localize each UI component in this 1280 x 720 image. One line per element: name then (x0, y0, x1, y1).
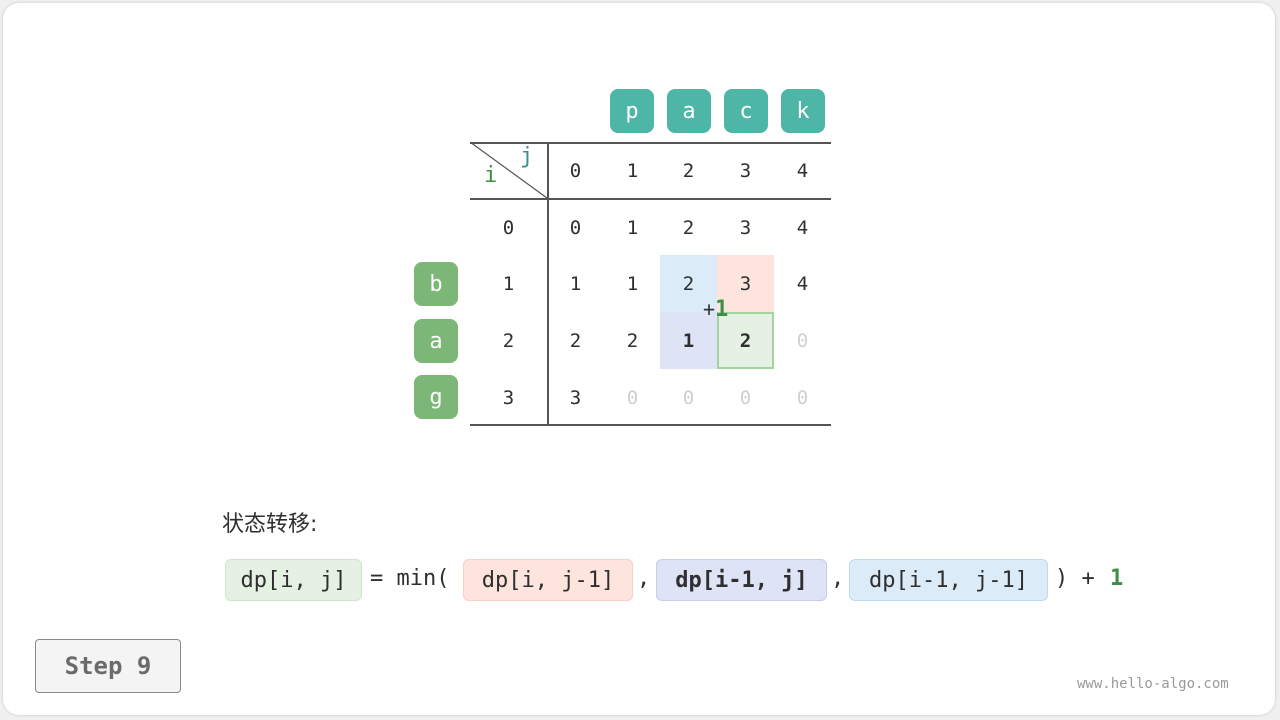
top-char-chip: k (781, 89, 825, 133)
column-index: 2 (682, 159, 695, 182)
formula-close-plus: ) + (1055, 566, 1095, 591)
formula-lhs: dp[i, j] (225, 559, 362, 601)
column-index: 0 (569, 159, 582, 182)
left-char-chip: a (414, 319, 458, 363)
dp-cell: 2 (626, 329, 639, 352)
dp-cell: 4 (796, 272, 809, 295)
formula-equals-min: = min( (370, 566, 450, 591)
dp-cell: 3 (739, 216, 752, 239)
dp-cell: 1 (569, 272, 582, 295)
left-char-chip: g (414, 375, 458, 419)
dp-cell-left-highlight: 1 (660, 312, 717, 369)
column-axis-label: j (520, 144, 534, 169)
dp-cell: 4 (796, 216, 809, 239)
dp-cell-unfilled: 0 (626, 386, 639, 409)
dp-cell-unfilled: 0 (682, 386, 695, 409)
top-char-chip: c (724, 89, 768, 133)
plus-sign: + (703, 297, 716, 321)
table-index-divider (547, 142, 549, 425)
table-header-divider (470, 198, 831, 200)
dp-cell-unfilled: 0 (739, 386, 752, 409)
dp-cell-unfilled: 0 (796, 386, 809, 409)
dp-cell: 2 (682, 216, 695, 239)
diagonal-header-line (470, 142, 548, 199)
dp-cell-top-highlight: 3 (717, 255, 774, 312)
top-char-chip: a (667, 89, 711, 133)
column-index: 3 (739, 159, 752, 182)
dp-cell-current: 2 (717, 312, 774, 369)
top-char-chip: p (610, 89, 654, 133)
plus-one-value: 1 (715, 297, 729, 322)
formula-plus-one: 1 (1110, 566, 1124, 591)
column-index: 4 (796, 159, 809, 182)
dp-cell-diagonal-highlight: 2 (660, 255, 717, 312)
dp-cell: 1 (626, 216, 639, 239)
formula-comma: , (637, 566, 651, 591)
state-transition-label: 状态转移: (222, 512, 318, 537)
formula-term-diagonal: dp[i-1, j-1] (849, 559, 1048, 601)
row-index: 1 (502, 272, 515, 295)
dp-cell: 3 (569, 386, 582, 409)
row-index: 0 (502, 216, 515, 239)
plus-one-annotation: +1 (703, 297, 728, 322)
left-char-chip: b (414, 262, 458, 306)
formula-term-left: dp[i, j-1] (463, 559, 633, 601)
step-button[interactable]: Step 9 (35, 639, 181, 693)
table-top-border (470, 142, 831, 144)
row-index: 2 (502, 329, 515, 352)
dp-cell: 1 (626, 272, 639, 295)
formula-comma: , (831, 566, 845, 591)
site-watermark: www.hello-algo.com (1077, 676, 1229, 692)
dp-cell: 0 (569, 216, 582, 239)
column-index: 1 (626, 159, 639, 182)
table-bottom-border (470, 424, 831, 426)
dp-cell: 2 (569, 329, 582, 352)
row-axis-label: i (484, 163, 498, 188)
row-index: 3 (502, 386, 515, 409)
dp-cell-unfilled: 0 (796, 329, 809, 352)
formula-term-top: dp[i-1, j] (656, 559, 827, 601)
